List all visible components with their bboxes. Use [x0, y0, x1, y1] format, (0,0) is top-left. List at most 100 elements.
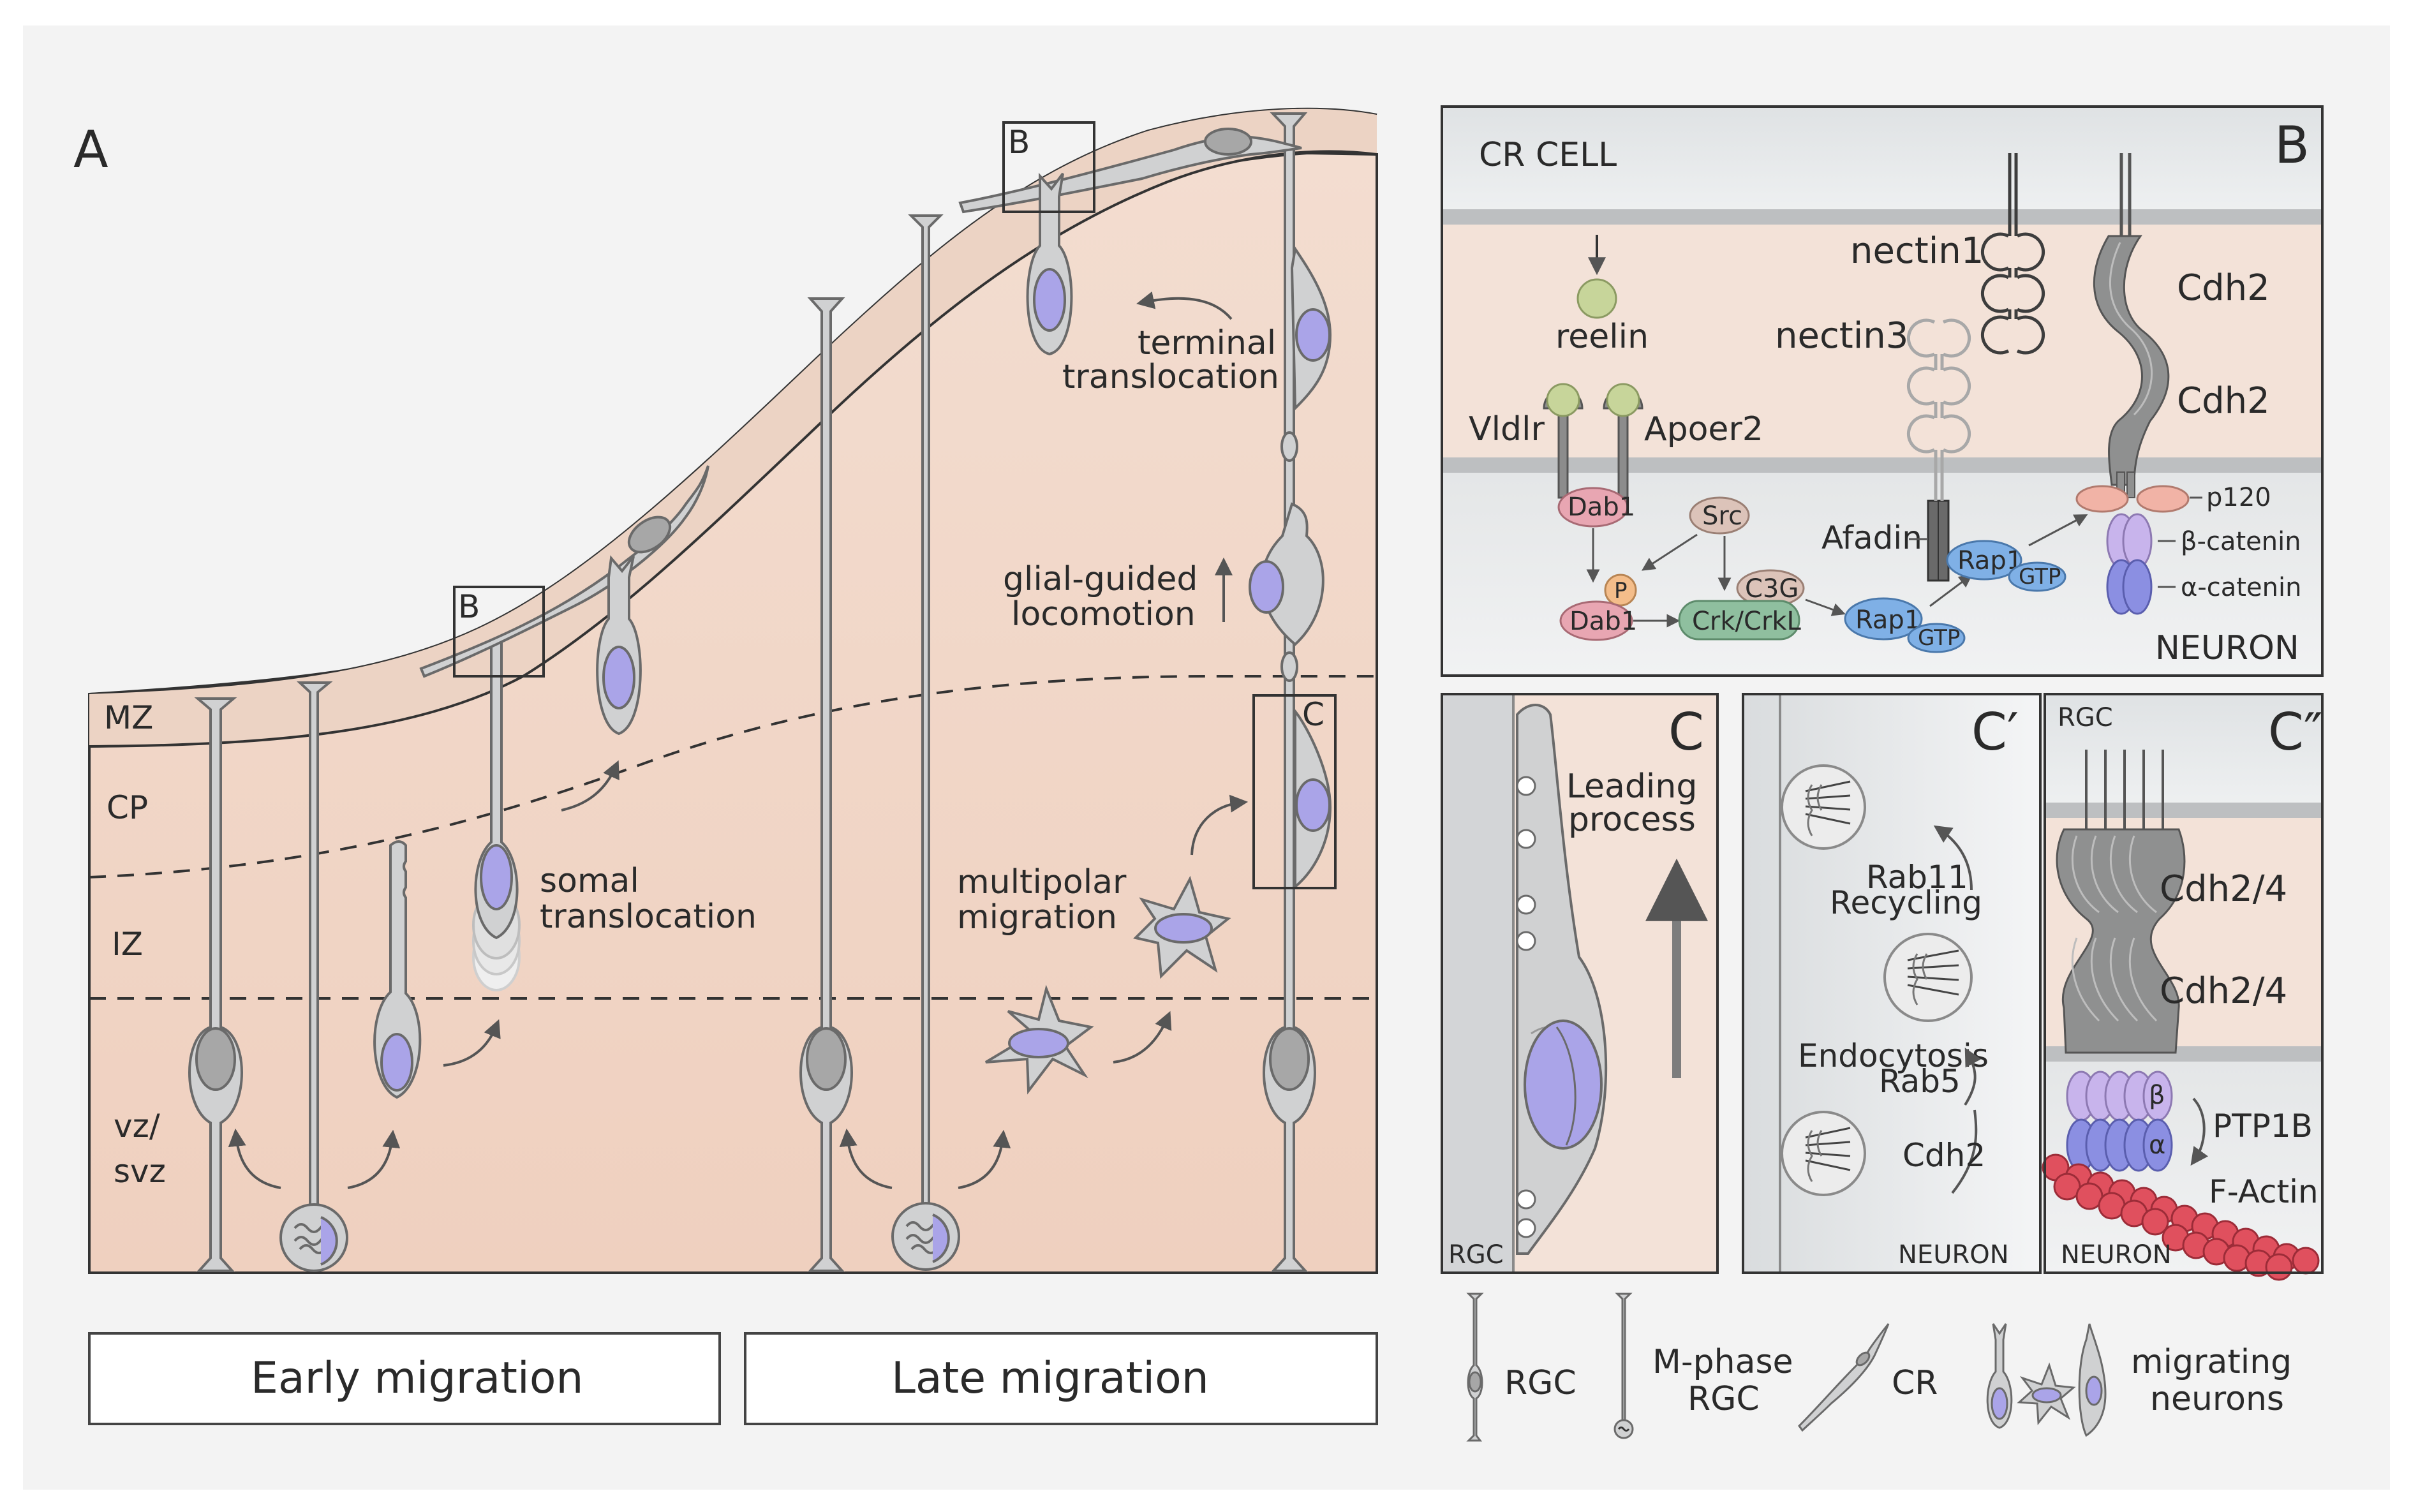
arrow [2190, 1097, 2209, 1166]
afadin-label: Afadin [1821, 519, 1922, 556]
panel-b-cr-region [1442, 107, 2322, 212]
neuron-label: NEURON [2155, 629, 2299, 667]
p120-protein [2136, 485, 2190, 513]
mphase-rgc-cell [279, 681, 348, 1272]
somal-translocation-label-1: somal [540, 862, 639, 900]
leading-process-label-2: process [1568, 801, 1696, 839]
rap1-protein [1844, 597, 1923, 641]
phospho-p [1604, 574, 1637, 607]
panel-c2-membrane-top [2045, 803, 2322, 818]
p120-protein [2075, 485, 2129, 513]
panel-c1-neuron-label: NEURON [1898, 1240, 2009, 1270]
cdh2-top-label: Cdh2 [2177, 267, 2270, 309]
phospho-p-label: P [1614, 578, 1628, 604]
box-c-neuron [1294, 708, 1332, 890]
beta-catenin-label: β-catenin [2181, 527, 2301, 556]
early-migration-box [88, 1332, 721, 1425]
reelin-ball [1576, 278, 1617, 319]
vldlr-label: Vldlr [1469, 410, 1545, 448]
arrow [958, 1129, 1011, 1189]
layer-label-vz: vz/ [114, 1108, 160, 1145]
somal-translocation-neuron [472, 640, 521, 991]
panel-c: C Leading process RGC [1441, 693, 1719, 1274]
panel-c-letter: C [1668, 702, 1704, 762]
late-migration-box [744, 1332, 1378, 1425]
panel-c2-rgc-region [2045, 694, 2322, 806]
dab1-bottom-label: Dab1 [1569, 607, 1637, 636]
multipolar-neuron [1133, 875, 1231, 979]
legend-rgc-icon [1466, 1293, 1484, 1442]
nectin1-label: nectin1 [1850, 230, 1984, 272]
glial-guided-label-2: locomotion [1011, 595, 1196, 634]
rap1-protein [1946, 540, 2022, 581]
endosome-endocytosis [1781, 1111, 1866, 1196]
legend-migrating-neurons-icon [1986, 1323, 2107, 1437]
rab5-label: Rab5 [1879, 1063, 1961, 1100]
layer-label-svz: svz [114, 1153, 166, 1190]
migrating-neuron [596, 555, 642, 736]
gtp-upper-label: GTP [2019, 564, 2061, 589]
migrating-neuron [1026, 172, 1073, 356]
panel-c2-frame [2044, 693, 2324, 1274]
legend-mphase-label-1: M-phase [1652, 1343, 1793, 1381]
legend-mphase-label-2: RGC [1688, 1380, 1760, 1418]
rgc-cell [188, 697, 243, 1272]
panel-c1-letter: C′ [1971, 702, 2019, 762]
box-c-label: C [1302, 696, 1324, 733]
dab1-protein [1559, 600, 1633, 641]
legend-cr-icon [1798, 1323, 1890, 1432]
f-actin-filament [2042, 1153, 2320, 1281]
panel-c-prime: C′ Rab11 Recycling Endocytosis Rab5 Cdh2… [1742, 693, 2042, 1274]
legend-mphase-icon [1614, 1293, 1634, 1439]
cdh24-top-label: Cdh2/4 [2160, 868, 2287, 910]
arrow [347, 1129, 401, 1189]
cp-iz-boundary [89, 675, 1377, 878]
panel-c-double-prime: C″ RGC Cdh2/4 Cdh2/4 β α PTP1B F- [2042, 693, 2324, 1281]
box-c [1252, 694, 1337, 889]
layer-label-mz: MZ [104, 699, 153, 736]
panel-c-rgc-strip [1442, 694, 1513, 1273]
nectin3-label: nectin3 [1775, 315, 1908, 357]
multipolar-neuron [984, 984, 1094, 1095]
arrow [1805, 598, 1846, 616]
gtp-badge [2008, 561, 2066, 592]
panel-b-membrane-top [1442, 209, 2322, 225]
cdh2-label: Cdh2 [1903, 1137, 1985, 1174]
beta-catenin-stack [2066, 1071, 2173, 1122]
box-b-upper [1002, 121, 1095, 213]
rap1-lower-label: Rap1 [1855, 605, 1920, 635]
multipolar-migration-label-1: multipolar [957, 863, 1127, 901]
panel-b-frame [1441, 105, 2324, 677]
alpha-catenin-protein [2122, 559, 2153, 615]
rgc-cell [799, 297, 853, 1272]
arrow [839, 1128, 893, 1189]
p120-label: p120 [2206, 483, 2271, 512]
panel-c-rgc-label: RGC [1448, 1240, 1504, 1270]
arrow [1641, 533, 1698, 571]
nectin1-molecule [1980, 153, 2045, 355]
src-label: Src [1702, 501, 1742, 531]
nucleus-fold [1555, 1027, 1576, 1146]
arrow [1191, 794, 1249, 856]
arrow [1933, 825, 1973, 891]
arrow [1136, 291, 1233, 320]
arrow [1929, 574, 1973, 607]
endosome-middle [1883, 933, 1973, 1022]
arrow [443, 1019, 501, 1067]
panel-c-frame [1441, 693, 1719, 1274]
legend-migrating-label-2: neurons [2150, 1380, 2284, 1418]
legend-rgc-label: RGC [1504, 1364, 1576, 1402]
panel-c2-neuron-label: NEURON [2061, 1240, 2172, 1270]
reelin-label: reelin [1555, 318, 1649, 356]
rab11-label: Rab11 [1866, 859, 1968, 896]
terminal-translocation-label-1: terminal [1138, 324, 1276, 362]
endosome-recycling [1781, 764, 1866, 850]
panel-c2-letter: C″ [2268, 702, 2323, 762]
src-protein [1689, 496, 1750, 535]
multipolar-migration-label-2: migration [957, 898, 1117, 937]
adhesion-pits [1516, 776, 1536, 1238]
panel-a-letter: A [73, 120, 108, 179]
migrating-neuron [373, 840, 422, 1099]
neuron-nucleus [1524, 1019, 1603, 1150]
